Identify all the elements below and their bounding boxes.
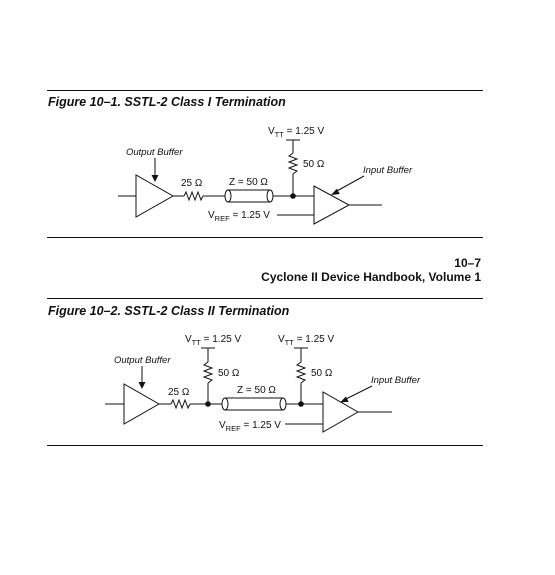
fig1-transmission-line (227, 189, 271, 203)
figure1-bottom-rule (47, 237, 483, 238)
fig2-input-buffer-pointer (340, 396, 349, 403)
fig2-vtt2-label: VTT = 1.25 V (278, 334, 334, 347)
fig2-series-resistor (170, 398, 191, 410)
fig2-input-buffer (322, 391, 360, 433)
fig2-output-buffer (123, 383, 161, 425)
fig1-input-buffer-label: Input Buffer (363, 165, 413, 176)
figure2-schematic: Output Buffer Input Buffer VTT = 1.25 V … (105, 334, 421, 433)
fig1-series-resistor (183, 190, 204, 202)
figure1-schematic: Output Buffer Input Buffer VTT = 1.25 V … (118, 126, 413, 225)
fig2-output-buffer-pointer (138, 382, 146, 389)
fig2-output-buffer-label: Output Buffer (114, 355, 171, 366)
fig1-series-resistor-value: 25 Ω (181, 178, 203, 189)
fig1-vtt-label: VTT = 1.25 V (268, 126, 324, 139)
fig1-output-buffer-pointer (151, 175, 159, 182)
fig2-pullup-resistor-1 (202, 361, 214, 384)
fig1-output-buffer-label: Output Buffer (126, 147, 183, 158)
fig2-series-resistor-value: 25 Ω (168, 387, 190, 398)
fig2-input-buffer-label: Input Buffer (371, 375, 421, 386)
fig2-transmission-line (224, 397, 284, 411)
fig2-impedance-label: Z = 50 Ω (237, 385, 276, 396)
fig1-output-buffer (135, 174, 175, 218)
page-number: 10–7 (454, 256, 481, 270)
figure1-title: Figure 10–1. SSTL-2 Class I Termination (48, 95, 286, 109)
fig2-pullup2-value: 50 Ω (311, 368, 333, 379)
fig1-input-buffer-pointer (331, 188, 340, 195)
figure1-top-rule (47, 90, 483, 91)
figure2-bottom-rule (47, 445, 483, 446)
fig1-pullup-value: 50 Ω (303, 159, 325, 170)
fig1-vref-label: VREF = 1.25 V (208, 210, 270, 223)
handbook-title: Cyclone II Device Handbook, Volume 1 (261, 270, 481, 284)
figure2-top-rule (47, 298, 483, 299)
figure2-title: Figure 10–2. SSTL-2 Class II Termination (48, 304, 290, 318)
fig2-pullup1-value: 50 Ω (218, 368, 240, 379)
fig1-input-buffer (313, 185, 351, 225)
fig1-impedance-label: Z = 50 Ω (229, 177, 268, 188)
fig1-pullup-resistor (287, 152, 299, 175)
fig2-vtt1-label: VTT = 1.25 V (185, 334, 241, 347)
fig2-vref-label: VREF = 1.25 V (219, 420, 281, 433)
fig2-pullup-resistor-2 (295, 361, 307, 384)
